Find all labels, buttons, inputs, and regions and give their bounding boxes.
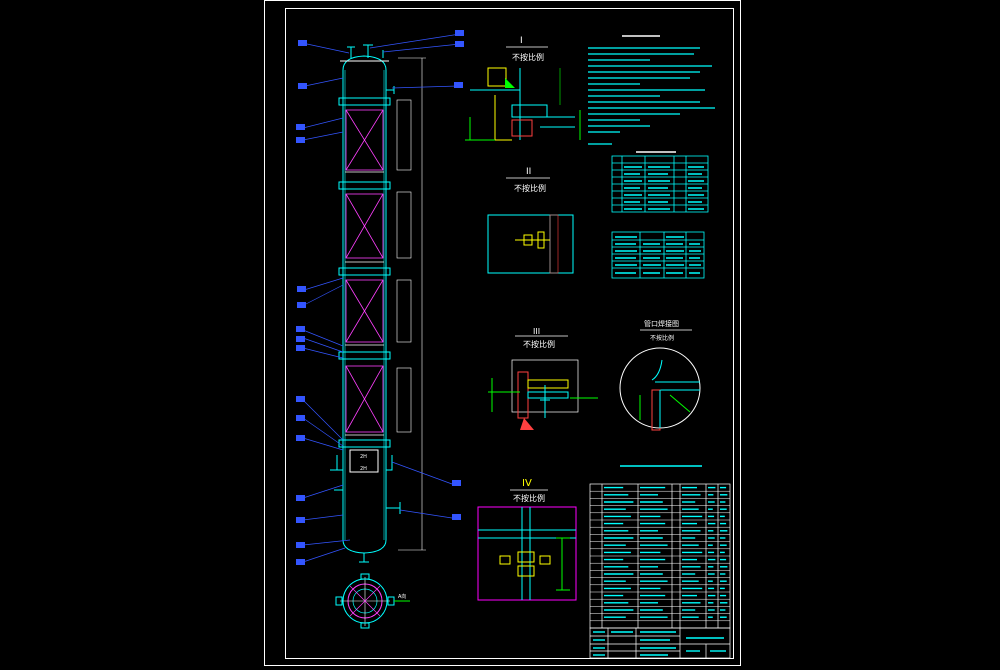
balloon-markers bbox=[296, 30, 464, 565]
vessel-mark-2: 2H bbox=[360, 466, 367, 472]
detail-iii-caption: 不按比例 bbox=[523, 339, 555, 349]
detail-iii-roman: III bbox=[533, 327, 540, 336]
design-data-table bbox=[611, 231, 705, 279]
detail-ii-drawing bbox=[487, 214, 574, 274]
detail-ii-header: II 不按比例 bbox=[506, 167, 550, 193]
detail-iv-drawing bbox=[477, 506, 577, 601]
detail-iv-roman: IV bbox=[522, 478, 532, 489]
weld-detail-title: 管口焊接图 bbox=[644, 319, 679, 328]
parts-list-rows bbox=[590, 490, 730, 622]
title-block-text bbox=[593, 631, 726, 656]
detail-i-drawing bbox=[465, 67, 581, 141]
nozzle-table bbox=[611, 151, 709, 213]
title-block bbox=[589, 627, 731, 659]
plan-view bbox=[335, 573, 410, 629]
weld-detail-header: 管口焊接图 不按比例 bbox=[640, 319, 692, 342]
inner-frame bbox=[285, 8, 734, 659]
leader-lines bbox=[302, 33, 461, 563]
weld-detail-drawing bbox=[619, 347, 701, 431]
detail-ii-caption: 不按比例 bbox=[514, 183, 546, 193]
nozzle-table-text bbox=[624, 166, 704, 210]
weld-detail-caption: 不按比例 bbox=[650, 334, 674, 342]
detail-i-caption: 不按比例 bbox=[512, 52, 544, 62]
parts-list-text bbox=[604, 486, 728, 618]
detail-ii-roman: II bbox=[526, 167, 531, 177]
arrow-label: A向 bbox=[398, 593, 406, 600]
technical-requirements-block bbox=[588, 35, 715, 145]
vessel-mark-1: 2H bbox=[360, 454, 367, 460]
detail-iv-header: IV 不按比例 bbox=[510, 478, 548, 503]
detail-i-header: I 不按比例 bbox=[506, 36, 548, 62]
detail-i-roman: I bbox=[520, 36, 523, 46]
detail-iv-caption: 不按比例 bbox=[513, 493, 545, 503]
tower-vessel bbox=[330, 44, 401, 563]
tower-dimension-chain bbox=[396, 57, 426, 551]
detail-iii-drawing bbox=[488, 359, 598, 430]
detail-iii-header: III 不按比例 bbox=[515, 327, 568, 349]
outer-frame bbox=[264, 0, 741, 666]
design-data-table-text bbox=[615, 236, 701, 274]
